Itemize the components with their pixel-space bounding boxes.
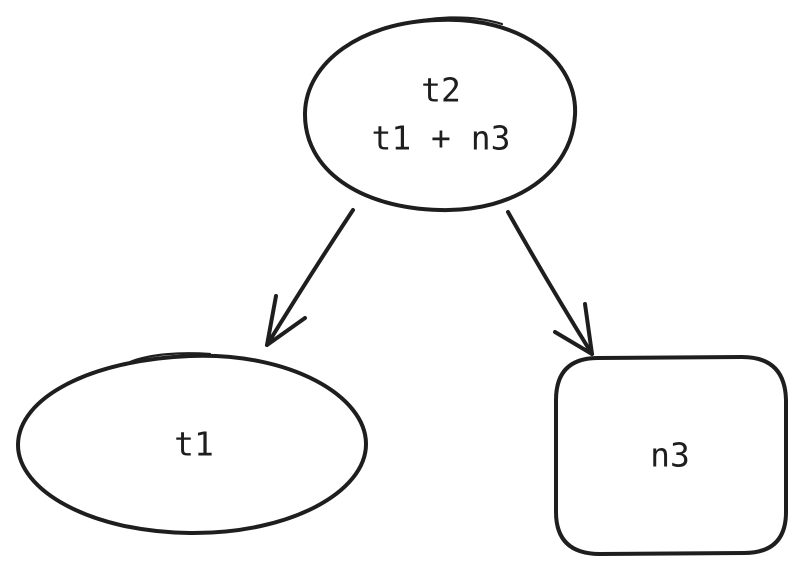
n3-node[interactable]: n3 <box>554 355 788 556</box>
edge-root-to-n3-line <box>506 210 594 356</box>
n3-node-rect <box>554 355 788 556</box>
n3-node-label: n3 <box>650 436 690 475</box>
edge-root-to-t1 <box>265 208 355 347</box>
root-node-ellipse-overstroke <box>393 16 504 28</box>
root-node-label-line1: t2 <box>421 71 461 110</box>
edge-root-to-t1-arrowhead <box>265 294 307 347</box>
root-node-ellipse <box>302 17 578 213</box>
t1-node-ellipse-overstroke <box>128 352 212 364</box>
root-node[interactable]: t2 t1 + n3 <box>302 16 578 213</box>
t1-node[interactable]: t1 <box>16 352 368 536</box>
edge-root-to-n3-arrowhead <box>553 302 594 356</box>
t1-node-ellipse <box>16 353 368 536</box>
edge-root-to-t1-line <box>265 208 355 347</box>
t1-node-label: t1 <box>174 425 214 464</box>
root-node-label-line2: t1 + n3 <box>371 119 510 158</box>
edge-root-to-n3 <box>506 210 594 356</box>
